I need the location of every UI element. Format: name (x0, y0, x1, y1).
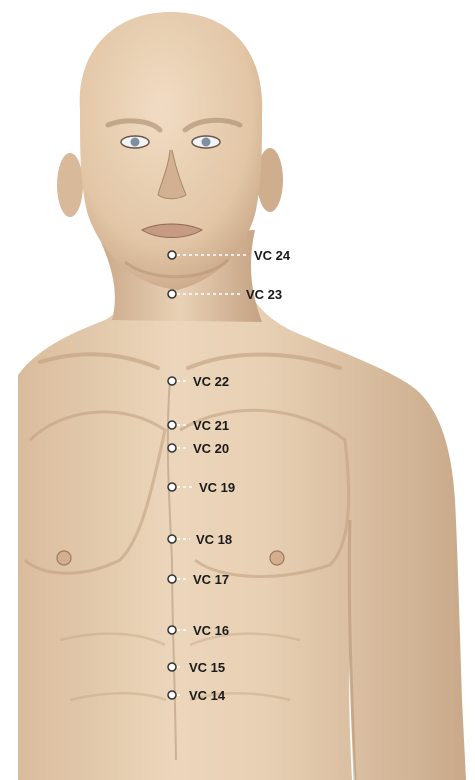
vc-21-label: VC 21 (193, 418, 229, 433)
vc-23-label: VC 23 (246, 287, 282, 302)
left-ear (57, 153, 83, 217)
vc-19-label: VC 19 (199, 480, 235, 495)
vc-22-marker (168, 377, 176, 385)
vc-16-marker (168, 626, 176, 634)
vc-18-label: VC 18 (196, 532, 232, 547)
vc-16-label: VC 16 (193, 623, 229, 638)
vc-14-marker (168, 691, 176, 699)
vc-14-label: VC 14 (189, 688, 226, 703)
vc-20-label: VC 20 (193, 441, 229, 456)
vc-18-marker (168, 535, 176, 543)
vc-20-marker (168, 444, 176, 452)
vc-23-marker (168, 290, 176, 298)
vc-19-marker (168, 483, 176, 491)
vc-15-marker (168, 663, 176, 671)
left-iris (131, 138, 140, 147)
vc-17-marker (168, 575, 176, 583)
left-nipple (57, 551, 71, 565)
vc-24-marker (168, 251, 176, 259)
vc-15-label: VC 15 (189, 660, 225, 675)
torso (18, 285, 466, 780)
right-iris (202, 138, 211, 147)
vc-22-label: VC 22 (193, 374, 229, 389)
right-nipple (270, 551, 284, 565)
vc-21-marker (168, 421, 176, 429)
vc-24-label: VC 24 (254, 248, 291, 263)
vc-17-label: VC 17 (193, 572, 229, 587)
